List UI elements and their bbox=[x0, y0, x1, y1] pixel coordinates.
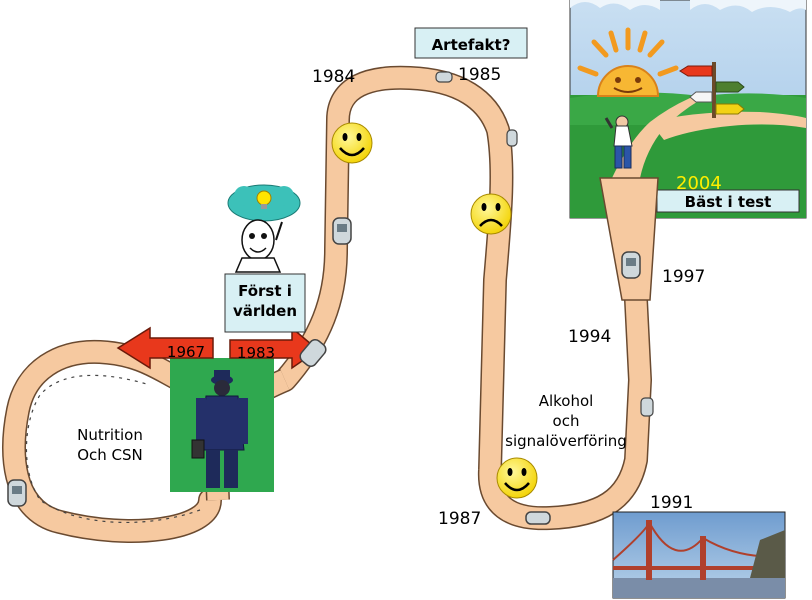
car-icon bbox=[506, 129, 518, 147]
car-icon bbox=[621, 251, 641, 279]
car-icon bbox=[525, 511, 551, 525]
alkohol-line3: signalöverföring bbox=[505, 432, 627, 450]
year-2004: 2004 bbox=[676, 173, 722, 194]
year-1987: 1987 bbox=[438, 509, 481, 529]
bridge-photo bbox=[612, 511, 786, 599]
year-1997: 1997 bbox=[662, 267, 705, 287]
landscape-scene: 2004 Bäst i test bbox=[569, 0, 807, 219]
year-1994: 1994 bbox=[568, 327, 611, 347]
nutrition-line1: Nutrition bbox=[77, 426, 143, 444]
sun-icon bbox=[577, 27, 679, 97]
smiley-face-icon bbox=[496, 457, 538, 499]
artefakt-label: Artefakt? bbox=[432, 36, 511, 54]
forst-line1: Först i bbox=[238, 282, 292, 300]
forst-box bbox=[224, 273, 306, 333]
alkohol-line1: Alkohol bbox=[539, 392, 594, 410]
year-1985: 1985 bbox=[458, 65, 501, 85]
bast-label: Bäst i test bbox=[685, 193, 772, 211]
lightbulb-icon bbox=[256, 190, 272, 209]
businessman-figure bbox=[191, 370, 248, 488]
idea-man-figure bbox=[227, 184, 301, 273]
car-icon bbox=[332, 217, 352, 245]
artefakt-box bbox=[414, 27, 528, 59]
year-1984: 1984 bbox=[312, 67, 355, 87]
year-1967: 1967 bbox=[167, 343, 205, 361]
car-icon bbox=[299, 338, 327, 368]
nutrition-line2: Och CSN bbox=[77, 446, 143, 464]
forst-line2: världen bbox=[233, 302, 297, 320]
alkohol-line2: och bbox=[553, 412, 580, 430]
car-icon bbox=[7, 479, 27, 507]
year-1983: 1983 bbox=[237, 344, 275, 362]
year-1991: 1991 bbox=[650, 493, 693, 513]
car-icon bbox=[640, 397, 654, 417]
car-icon bbox=[435, 71, 453, 83]
sad-face-icon bbox=[470, 193, 512, 235]
signpost-icon bbox=[679, 62, 745, 118]
hiker-figure bbox=[604, 115, 633, 169]
arrow-1967: 1967 bbox=[116, 326, 214, 370]
smiley-face-icon bbox=[331, 122, 373, 164]
